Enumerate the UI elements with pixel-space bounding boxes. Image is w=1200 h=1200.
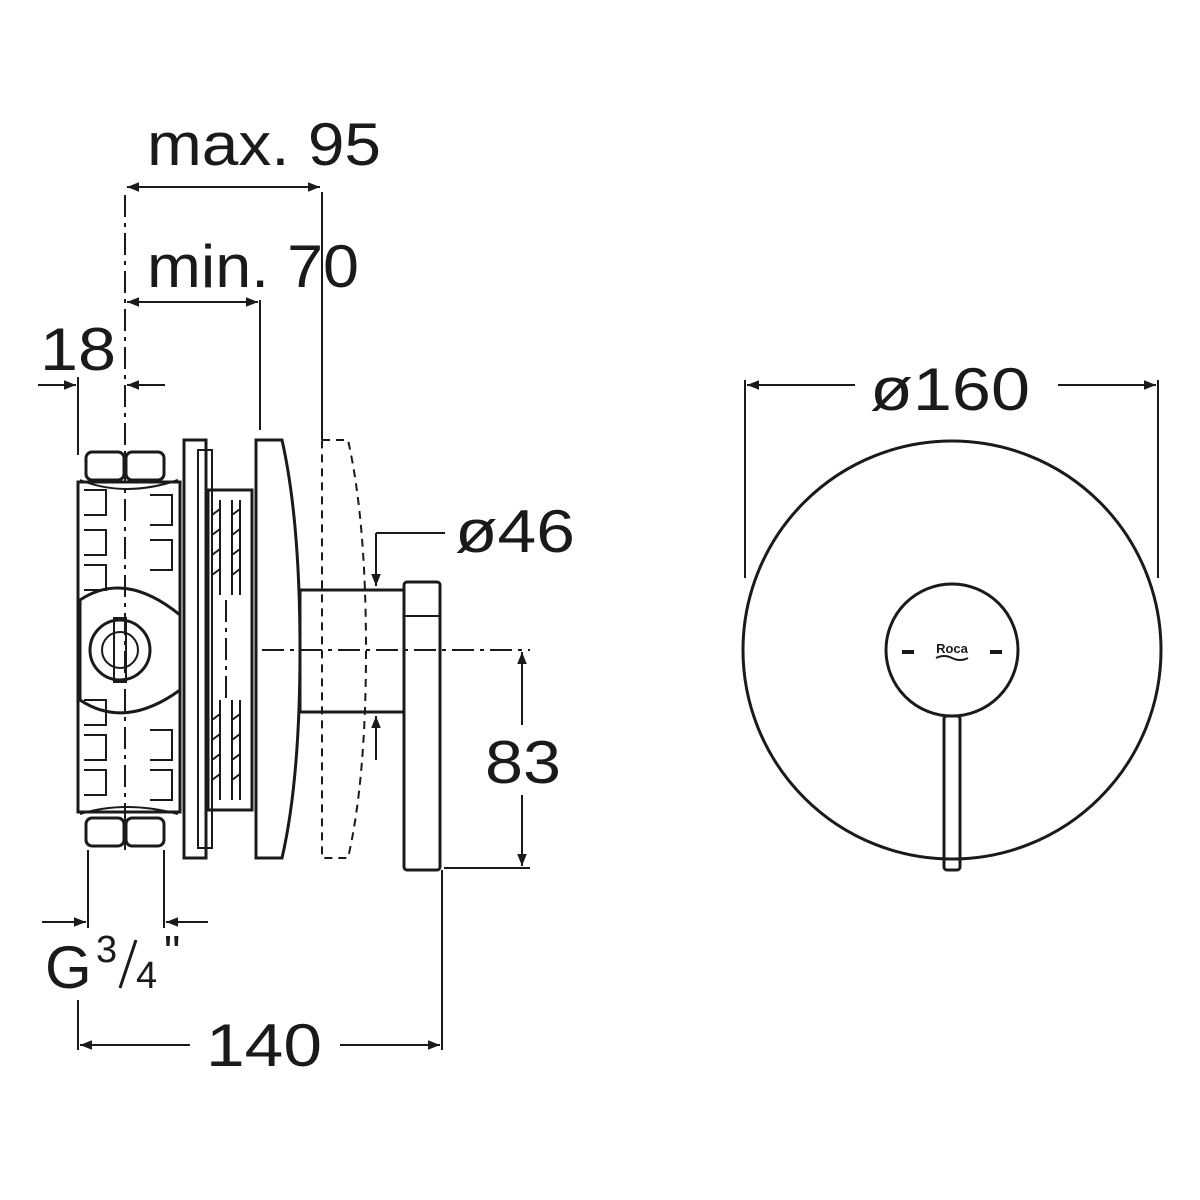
valve-core-outer — [88, 618, 152, 682]
handle-height-label: 83 — [485, 729, 561, 796]
plate-diameter-label: ø160 — [870, 356, 1030, 423]
brand-logo: Roca — [936, 641, 969, 656]
wall-plate — [741, 439, 1163, 861]
cartridge-threads-bottom — [211, 700, 241, 800]
brand-logo-wave — [935, 655, 969, 661]
bottom-fitting-right — [124, 816, 166, 848]
total-length-label: 140 — [206, 1012, 322, 1079]
wall-plate-extended-position — [321, 439, 368, 859]
cartridge-sleeve — [206, 488, 254, 812]
front-handle-lever — [942, 714, 962, 872]
thread-fraction-bar — [118, 939, 138, 989]
max-depth-label: max. 95 — [147, 111, 381, 178]
cartridge-threads-top — [211, 500, 241, 595]
offset-label: 18 — [40, 316, 116, 383]
flange-inner-plate — [197, 449, 213, 849]
min-depth-label: min. 70 — [147, 233, 359, 300]
bottom-fitting-left — [84, 816, 126, 848]
valve-core-slot — [113, 617, 127, 683]
body-ribs-bottom — [84, 699, 107, 796]
valve-core-inner — [101, 631, 139, 669]
front-view: ø160 Roca — [741, 356, 1163, 872]
stem-diameter-label: ø46 — [455, 498, 575, 565]
top-fitting-left — [84, 450, 126, 482]
thread-fraction-denominator: 4 — [136, 955, 157, 997]
thread-label: G — [45, 934, 92, 1001]
thread-prefix: G — [45, 934, 92, 1001]
top-fitting-right — [124, 450, 166, 482]
body-ribs-right — [150, 494, 173, 801]
side-view: max. 95 min. 70 18 — [38, 111, 575, 1079]
handle-height-label-gap — [500, 725, 544, 795]
handle-lever — [402, 580, 442, 872]
body-ribs-top — [84, 489, 107, 591]
thread-suffix: " — [164, 926, 180, 978]
bottom-fitting-collar — [79, 806, 179, 815]
thread-fraction-numerator: 3 — [96, 929, 117, 971]
top-fitting-collar — [79, 479, 179, 490]
mounting-flange — [182, 438, 208, 860]
valve-core-housing — [78, 586, 182, 715]
valve-body — [76, 480, 182, 814]
